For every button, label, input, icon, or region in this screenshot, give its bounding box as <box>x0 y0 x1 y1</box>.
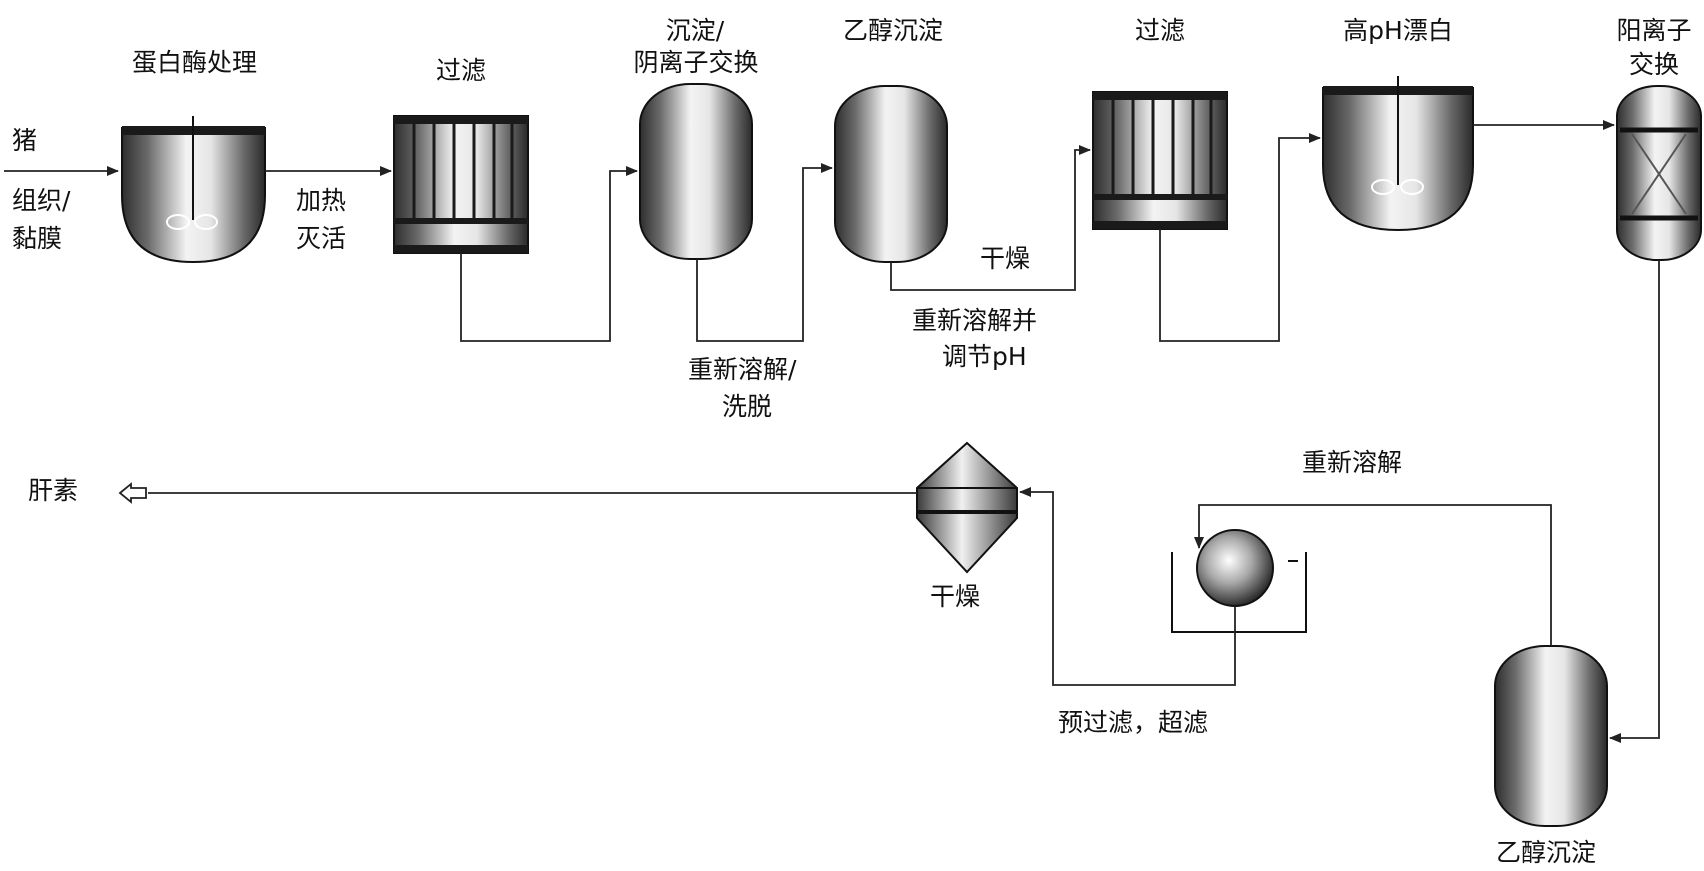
flow-filter-to-anion <box>460 166 638 342</box>
protease-reactor <box>121 116 266 264</box>
label-protease-treatment: 蛋白酶处理 <box>131 48 257 77</box>
bleaching-reactor <box>1322 76 1474 232</box>
label-heparin-product: 肝素 <box>28 476 79 505</box>
label-anion-exchange: 阴离子交换 <box>633 48 759 77</box>
flow-ethanol-to-filter2 <box>890 145 1091 291</box>
label-filtration-2: 过滤 <box>1134 16 1185 45</box>
label-input-mucosa: 黏膜 <box>12 224 63 253</box>
label-ultrafiltration: 预过滤，超滤 <box>1058 708 1209 737</box>
label-input-tissue: 组织/ <box>12 186 71 215</box>
flow-filter2-to-bleach <box>1159 133 1321 342</box>
cation-exchange-column <box>1616 85 1702 261</box>
flow-cation-to-ethanol2 <box>1609 260 1660 743</box>
dryer <box>916 441 1018 574</box>
label-filtration-1: 过滤 <box>435 56 486 85</box>
label-high-ph-bleaching: 高pH漂白 <box>1343 16 1453 45</box>
filter-unit-1 <box>393 115 529 254</box>
flow-redissolve-to-dryer <box>1019 487 1236 686</box>
flow-lines <box>4 120 1660 743</box>
label-ethanol-precipitation-2: 乙醇沉淀 <box>1496 838 1597 867</box>
label-inactivation: 灭活 <box>296 224 347 253</box>
ethanol-precipitation-vessel-2 <box>1494 645 1608 827</box>
label-redissolve-adjust: 重新溶解并 <box>912 306 1038 335</box>
label-drying-1: 干燥 <box>980 244 1031 273</box>
anion-exchange-vessel <box>639 83 753 260</box>
label-ethanol-precipitation-1: 乙醇沉淀 <box>842 16 943 45</box>
product-arrow-icon <box>118 482 147 504</box>
label-redissolve: 重新溶解 <box>1302 448 1403 477</box>
label-precipitation: 沉淀/ <box>665 16 725 45</box>
label-cation: 阳离子 <box>1616 16 1692 45</box>
flow-ethanol2-to-redissolve <box>1194 504 1552 646</box>
label-drying-2: 干燥 <box>930 582 981 611</box>
flow-anion-to-ethanol <box>696 163 833 342</box>
label-elution: 洗脱 <box>722 392 773 421</box>
label-input-pig: 猪 <box>12 126 38 155</box>
ethanol-precipitation-vessel-1 <box>834 85 948 263</box>
label-exchange: 交换 <box>1628 50 1679 79</box>
filter-unit-2 <box>1092 91 1228 230</box>
redissolve-tank <box>1171 529 1307 633</box>
label-heat: 加热 <box>296 186 347 215</box>
label-redissolve-slash: 重新溶解/ <box>688 355 797 384</box>
label-adjust-ph: 调节pH <box>942 342 1027 371</box>
